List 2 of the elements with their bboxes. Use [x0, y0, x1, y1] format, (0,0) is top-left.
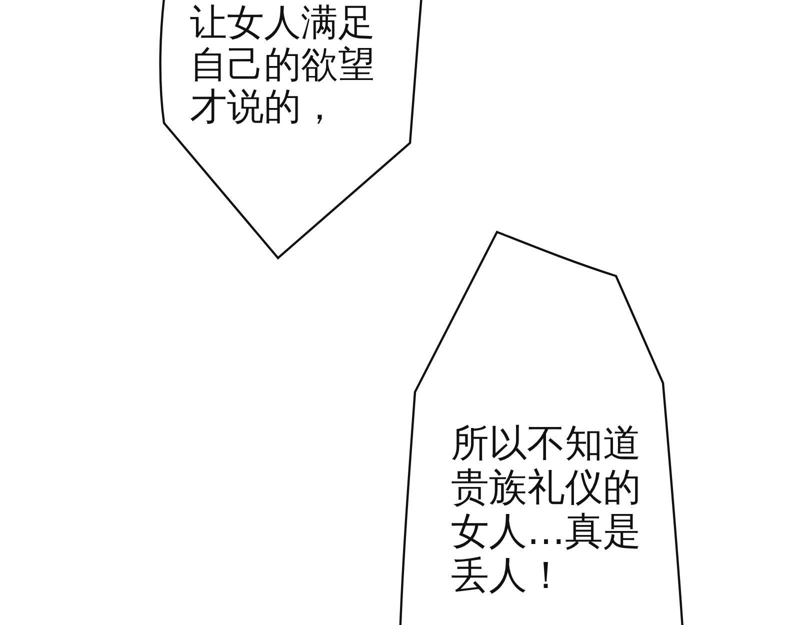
speech-text: 让女人满足自己的欲望才说的，	[190, 2, 376, 128]
speech-text: 所以不知道贵族礼仪的女人…真是丢人！	[451, 421, 642, 597]
